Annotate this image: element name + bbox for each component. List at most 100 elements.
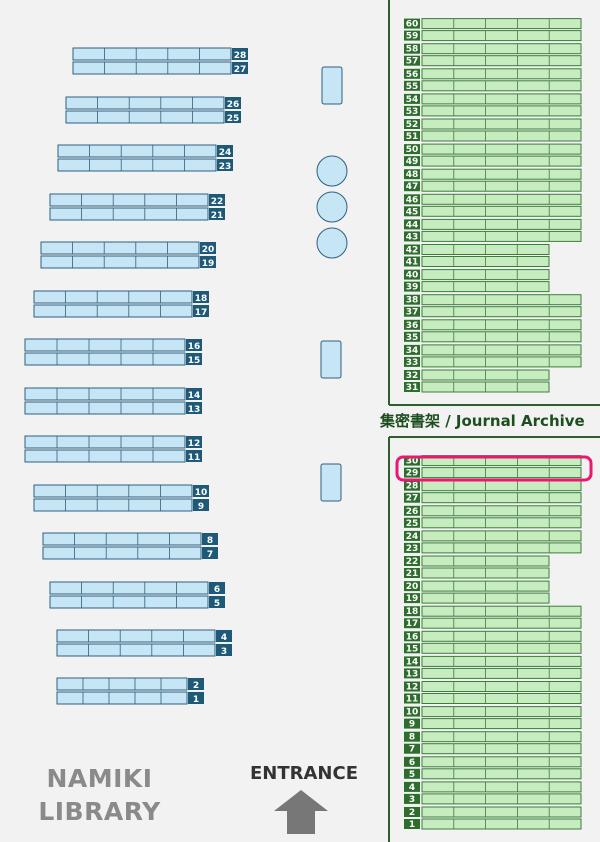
archive-shelf-1[interactable]	[421, 818, 582, 830]
archive-shelf-33[interactable]	[421, 356, 582, 368]
journal-archive-area: 1234567891011121314151617181920212223242…	[388, 0, 600, 842]
archive-shelf-label-17: 17	[406, 619, 419, 629]
archive-shelf-43[interactable]	[421, 230, 582, 242]
shelf-9[interactable]	[33, 498, 193, 512]
shelf-18[interactable]	[33, 290, 193, 304]
shelf-label-3: 3	[221, 647, 227, 657]
shelf-16[interactable]	[24, 338, 186, 352]
archive-shelf-16[interactable]	[421, 630, 582, 642]
archive-shelf-44[interactable]	[421, 218, 582, 230]
archive-shelf-35[interactable]	[421, 331, 582, 343]
archive-shelf-label-38: 38	[406, 296, 419, 306]
archive-shelf-26[interactable]	[421, 505, 582, 517]
archive-shelf-10[interactable]	[421, 706, 582, 718]
archive-shelf-label-36: 36	[406, 321, 419, 331]
archive-shelf-36[interactable]	[421, 319, 582, 331]
archive-shelf-25[interactable]	[421, 517, 582, 529]
archive-shelf-label-39-bg	[404, 281, 420, 292]
shelf-6[interactable]	[49, 581, 209, 595]
archive-shelf-8[interactable]	[421, 731, 582, 743]
furniture-area	[316, 66, 348, 502]
archive-shelf-label-16-bg	[404, 631, 420, 642]
shelf-27[interactable]	[72, 61, 232, 75]
shelf-24[interactable]	[57, 144, 217, 158]
archive-shelf-label-40-bg	[404, 269, 420, 280]
archive-shelf-50[interactable]	[421, 143, 582, 155]
archive-shelf-label-58-bg	[404, 43, 420, 54]
archive-shelf-label-47: 47	[406, 182, 419, 192]
archive-shelf-58[interactable]	[421, 43, 582, 55]
shelf-1[interactable]	[56, 691, 188, 705]
shelf-label-22: 22	[211, 197, 224, 207]
shelf-25[interactable]	[65, 110, 225, 124]
archive-shelf-7[interactable]	[421, 743, 582, 755]
shelf-label-4: 4	[221, 633, 227, 643]
archive-shelf-37[interactable]	[421, 306, 582, 318]
shelf-11[interactable]	[24, 449, 186, 463]
shelf-14[interactable]	[24, 387, 186, 401]
archive-shelf-13[interactable]	[421, 667, 582, 679]
shelf-10[interactable]	[33, 484, 193, 498]
archive-shelf-28[interactable]	[421, 480, 582, 492]
archive-shelf-label-4-bg	[404, 781, 420, 792]
archive-shelf-label-55-bg	[404, 80, 420, 91]
shelf-label-21-bg	[209, 208, 225, 220]
archive-shelf-15[interactable]	[421, 642, 582, 654]
shelf-label-2-bg	[188, 678, 204, 690]
archive-shelf-24[interactable]	[421, 530, 582, 542]
shelf-19[interactable]	[40, 255, 200, 269]
archive-shelf-51[interactable]	[421, 130, 582, 142]
archive-shelf-17[interactable]	[421, 617, 582, 629]
archive-shelf-label-3-bg	[404, 793, 420, 804]
shelf-2[interactable]	[56, 677, 188, 691]
archive-shelf-5[interactable]	[421, 768, 582, 780]
archive-shelf-11[interactable]	[421, 693, 582, 704]
shelf-22[interactable]	[49, 193, 209, 207]
archive-shelf-56[interactable]	[421, 68, 582, 80]
archive-shelf-29[interactable]	[421, 467, 582, 479]
shelf-17[interactable]	[33, 304, 193, 318]
archive-shelf-54[interactable]	[421, 93, 582, 105]
shelf-12[interactable]	[24, 435, 186, 449]
archive-shelf-49[interactable]	[421, 155, 582, 167]
archive-shelf-47[interactable]	[421, 180, 582, 192]
shelf-8[interactable]	[42, 532, 202, 546]
shelf-23[interactable]	[57, 158, 217, 172]
shelf-15[interactable]	[24, 352, 186, 366]
archive-shelf-52[interactable]	[421, 118, 582, 130]
archive-shelf-12[interactable]	[421, 681, 582, 692]
archive-shelf-45[interactable]	[421, 205, 582, 217]
archive-shelf-55[interactable]	[421, 80, 582, 92]
shelf-26[interactable]	[65, 96, 225, 110]
archive-shelf-2[interactable]	[421, 806, 582, 818]
archive-shelf-4[interactable]	[421, 781, 582, 793]
shelf-28[interactable]	[72, 47, 232, 61]
archive-shelf-46[interactable]	[421, 193, 582, 205]
archive-shelf-57[interactable]	[421, 55, 582, 67]
archive-shelf-60[interactable]	[421, 18, 582, 30]
archive-shelf-label-24: 24	[406, 532, 419, 542]
archive-shelf-14[interactable]	[421, 655, 582, 667]
archive-shelf-6[interactable]	[421, 756, 582, 768]
shelf-3[interactable]	[56, 643, 216, 657]
archive-shelf-38[interactable]	[421, 294, 582, 306]
shelf-7[interactable]	[42, 546, 202, 560]
archive-shelf-59[interactable]	[421, 30, 582, 42]
shelf-20[interactable]	[40, 241, 200, 255]
shelf-label-16-bg	[186, 339, 202, 351]
shelf-label-26: 26	[227, 100, 240, 110]
archive-shelf-53[interactable]	[421, 105, 582, 117]
shelf-13[interactable]	[24, 401, 186, 415]
archive-shelf-18[interactable]	[421, 605, 582, 617]
shelf-21[interactable]	[49, 207, 209, 221]
archive-shelf-48[interactable]	[421, 168, 582, 180]
archive-shelf-23[interactable]	[421, 542, 582, 554]
shelf-label-11: 11	[188, 453, 201, 463]
archive-shelf-27[interactable]	[421, 492, 582, 504]
archive-shelf-34[interactable]	[421, 344, 582, 356]
archive-shelf-3[interactable]	[421, 793, 582, 805]
shelf-5[interactable]	[49, 595, 209, 609]
archive-shelf-9[interactable]	[421, 718, 582, 730]
archive-shelf-label-14-bg	[404, 656, 420, 667]
shelf-4[interactable]	[56, 629, 216, 643]
